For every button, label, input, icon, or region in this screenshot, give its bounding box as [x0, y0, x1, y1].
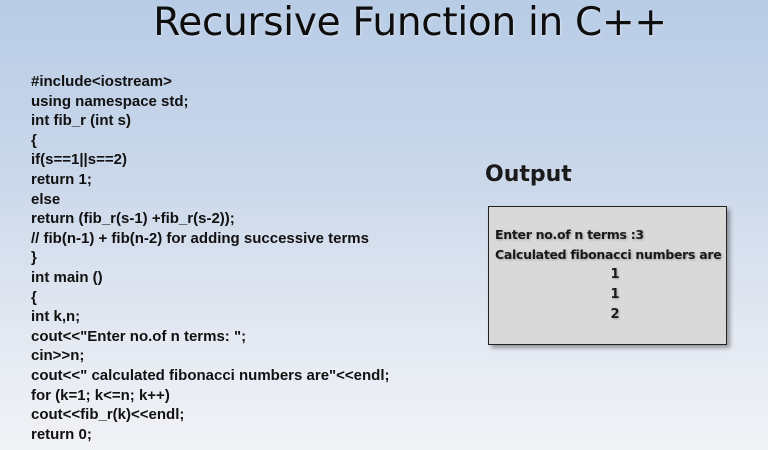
code-line: int main () [31, 268, 103, 286]
code-line: if(s==1||s==2) [31, 151, 127, 169]
code-listing: #include<iostream> using namespace std; … [31, 72, 390, 444]
code-line: { [31, 131, 37, 149]
output-heading: Output [485, 162, 572, 187]
code-line: #include<iostream> [31, 73, 172, 90]
code-line: cin>>n; [31, 347, 85, 365]
code-line: int k,n; [31, 308, 81, 326]
code-line: for (k=1; k<=n; k++) [31, 386, 170, 404]
code-line: return 1; [31, 170, 92, 188]
code-comment-line: // fib(n-1) + fib(n-2) for adding succes… [31, 229, 369, 247]
output-console-box: Enter no.of n terms :3 Calculated fibona… [488, 206, 727, 345]
code-line: } [31, 249, 37, 267]
code-line: int fib_r (int s) [31, 112, 131, 130]
code-line: cout<<" calculated fibonacci numbers are… [31, 366, 390, 384]
output-prompt-line: Enter no.of n terms :3 [495, 227, 644, 242]
slide-title: Recursive Function in C++ [153, 0, 667, 45]
output-value: 1 [610, 287, 620, 302]
code-line: cout<<"Enter no.of n terms: "; [31, 327, 247, 345]
code-line: else [31, 190, 61, 208]
code-line: using namespace std; [31, 92, 189, 110]
output-result-header: Calculated fibonacci numbers are [495, 247, 722, 262]
code-line: cout<<fib_r(k)<<endl; [31, 406, 185, 424]
code-line: { [31, 288, 37, 306]
code-line: return (fib_r(s-1) +fib_r(s-2)); [31, 210, 235, 228]
output-value: 1 [610, 267, 620, 282]
output-value: 2 [610, 307, 620, 322]
code-line: return 0; [31, 425, 92, 443]
